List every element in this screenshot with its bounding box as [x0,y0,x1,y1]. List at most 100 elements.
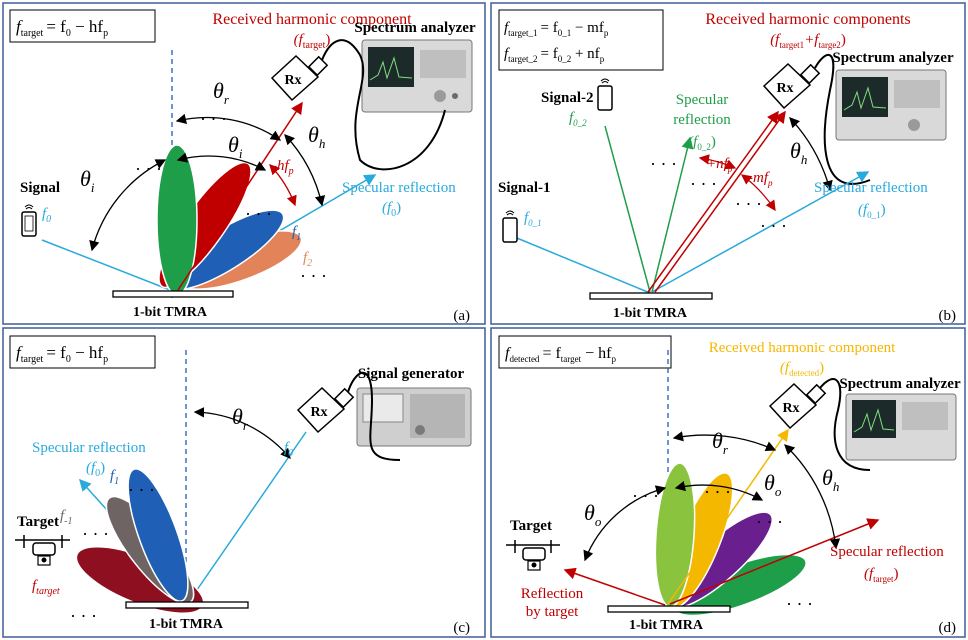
panel-d-received-ray [667,428,789,605]
panel-b-dots-4: · · · [760,216,787,236]
panel-b-signal1-label: Signal-1 [498,180,551,196]
panel-a: ftarget= f0 − hfp Received harmonic comp… [2,2,486,325]
panel-a-rx-horn: Rx [270,54,329,102]
panel-a-arc-theta-r [175,113,282,141]
panel-d-theta-o-right: θo [764,470,782,499]
panel-c-tag: (c) [453,620,470,636]
panel-b-arc-mfp [740,174,776,212]
panel-b-equation-box [498,9,664,71]
panel-d-specular-symbol: (ftarget) [864,566,899,584]
panel-b-received-title: Received harmonic components [705,11,910,28]
panel-b-cable [814,54,871,185]
panel-d-rx-label: Rx [782,401,799,416]
panel-d-arc-theta-h [784,444,841,550]
panel-c-cable [347,371,401,461]
panel-d-spectrum-analyzer [845,393,957,461]
panel-b-f02: f0_2 [569,110,587,128]
panel-a-specular-label: Specular reflection [342,180,456,196]
panel-a-spectrum-analyzer [361,39,473,113]
panel-a-dots-4: · · · [300,266,327,286]
panel-c-tmra-label: 1-bit TMRA [149,617,224,632]
panel-a-tmra-label: 1-bit TMRA [133,305,208,320]
panel-a-neg-hfp: -hfp [272,158,294,177]
panel-b-specular-cyan [651,171,870,293]
panel-b-theta-h: θh [790,138,807,167]
panel-d-received-title: Received harmonic component [709,340,896,356]
panel-c-f1: f1 [110,468,119,487]
panel-c-signal-generator [356,387,472,447]
panel-b-arc-nfp [698,154,737,170]
panel-a-tmra [112,290,234,298]
panel-a-theta-r: θr [213,78,230,107]
panel-c-specular-symbol: (f0) [86,460,105,479]
panel-b-tag: (b) [939,308,957,324]
panel-d-reflection-2: by target [526,604,579,620]
panel-d-theta-o-left: θo [584,500,602,529]
panel-d-border [490,327,966,638]
panel-d-drone-icon [506,540,560,571]
panel-c-dots-1: · · · [128,480,155,500]
panel-b-received-ray-2 [654,110,786,293]
panel-d-arc-theta-r [672,431,777,452]
panel-c-rx-horn: Rx [296,386,355,434]
panel-b-minus-mfp: -mfp [748,170,773,188]
panel-a-arc-hfp [269,164,297,207]
panel-b-border [490,2,966,325]
panel-c-theta-r: θr [232,404,249,433]
panel-b-specular-green [651,136,694,293]
panel-b-dots-1: · · · [650,154,677,174]
panel-a-signal-label: Signal [20,180,60,196]
panel-c-target-label: Target [17,514,59,530]
panel-c-instrument-label: Signal generator [358,366,465,382]
panel-d-theta-h: θh [822,465,839,494]
panel-c-ftarget: ftarget [32,578,60,597]
panel-a-border [2,2,486,325]
panel-d-dots-3: · · · [756,512,783,532]
panel-c-arc-theta-r [193,407,291,459]
panel-c-equation-box [9,335,156,369]
panel-a-dots-2: · · · [200,109,227,129]
panel-d-reflection-1: Reflection [521,586,584,602]
panel-d-target-label: Target [510,518,552,534]
panel-b-incident-1 [511,235,651,294]
panel-b-equation-1: ftarget_1= f0_1 − mfp [504,20,609,38]
panel-a-f0: f0 [42,206,51,225]
panel-a-instrument-label: Spectrum analyzer [354,20,476,36]
panel-d-dots-2: · · · [704,482,731,502]
panel-c-specular-label: Specular reflection [32,440,146,456]
panel-d-arc-theta-o-right [674,480,764,501]
panel-a-f1: f1 [292,224,301,243]
panel-b-specular-symbol: (f0_1) [858,202,886,220]
panel-c-dots-2: · · · [82,524,109,544]
panel-a-dots-3: · · · [245,204,272,224]
panel-b-equation-2: ftarget_2= f0_2 + nfp [504,46,605,64]
panel-c-incident-ray [189,431,307,601]
panel-b-instrument-label: Spectrum analyzer [832,50,954,66]
panel-d-rx-horn: Rx [768,382,827,430]
panel-c-dots-3: · · · [70,606,97,626]
panel-b-tmra-label: 1-bit TMRA [613,306,688,321]
panel-b-received-ray-1 [647,110,779,293]
panel-b-arc-theta-h [789,117,833,192]
panel-c-fm1: f-1 [60,508,73,527]
panel-b-received-symbol: (ftarget1+ftarge2) [770,32,846,50]
panel-a-theta-i: θi [228,132,243,161]
panel-a-arc-theta-i [176,152,267,171]
panel-a-phone-icon [21,204,37,237]
panel-a-equation: ftarget= f0 − hfp [16,17,108,39]
panel-b-incident-2 [604,125,651,293]
panel-b: ftarget_1= f0_1 − mfp ftarget_2= f0_2 + … [490,2,966,325]
panel-d-equation-box [498,335,672,369]
panel-d: fdetected= ftarget − hfp Received harmon… [490,327,966,638]
panel-a-arc-theta-i-left [89,159,167,252]
panel-d-equation: fdetected= ftarget − hfp [505,345,616,364]
panel-b-rx-horn: Rx [762,62,821,110]
panel-a-dots-1: · · · [135,159,162,179]
panel-a-lobe-green [156,144,198,296]
panel-c-lobe-f1 [127,468,189,602]
panel-c-tmra [125,601,249,609]
panel-a-received-symbol: (ftarget) [294,32,331,51]
panel-b-specular-green-1: Specular [676,92,728,108]
panel-d-tag: (d) [939,620,957,636]
